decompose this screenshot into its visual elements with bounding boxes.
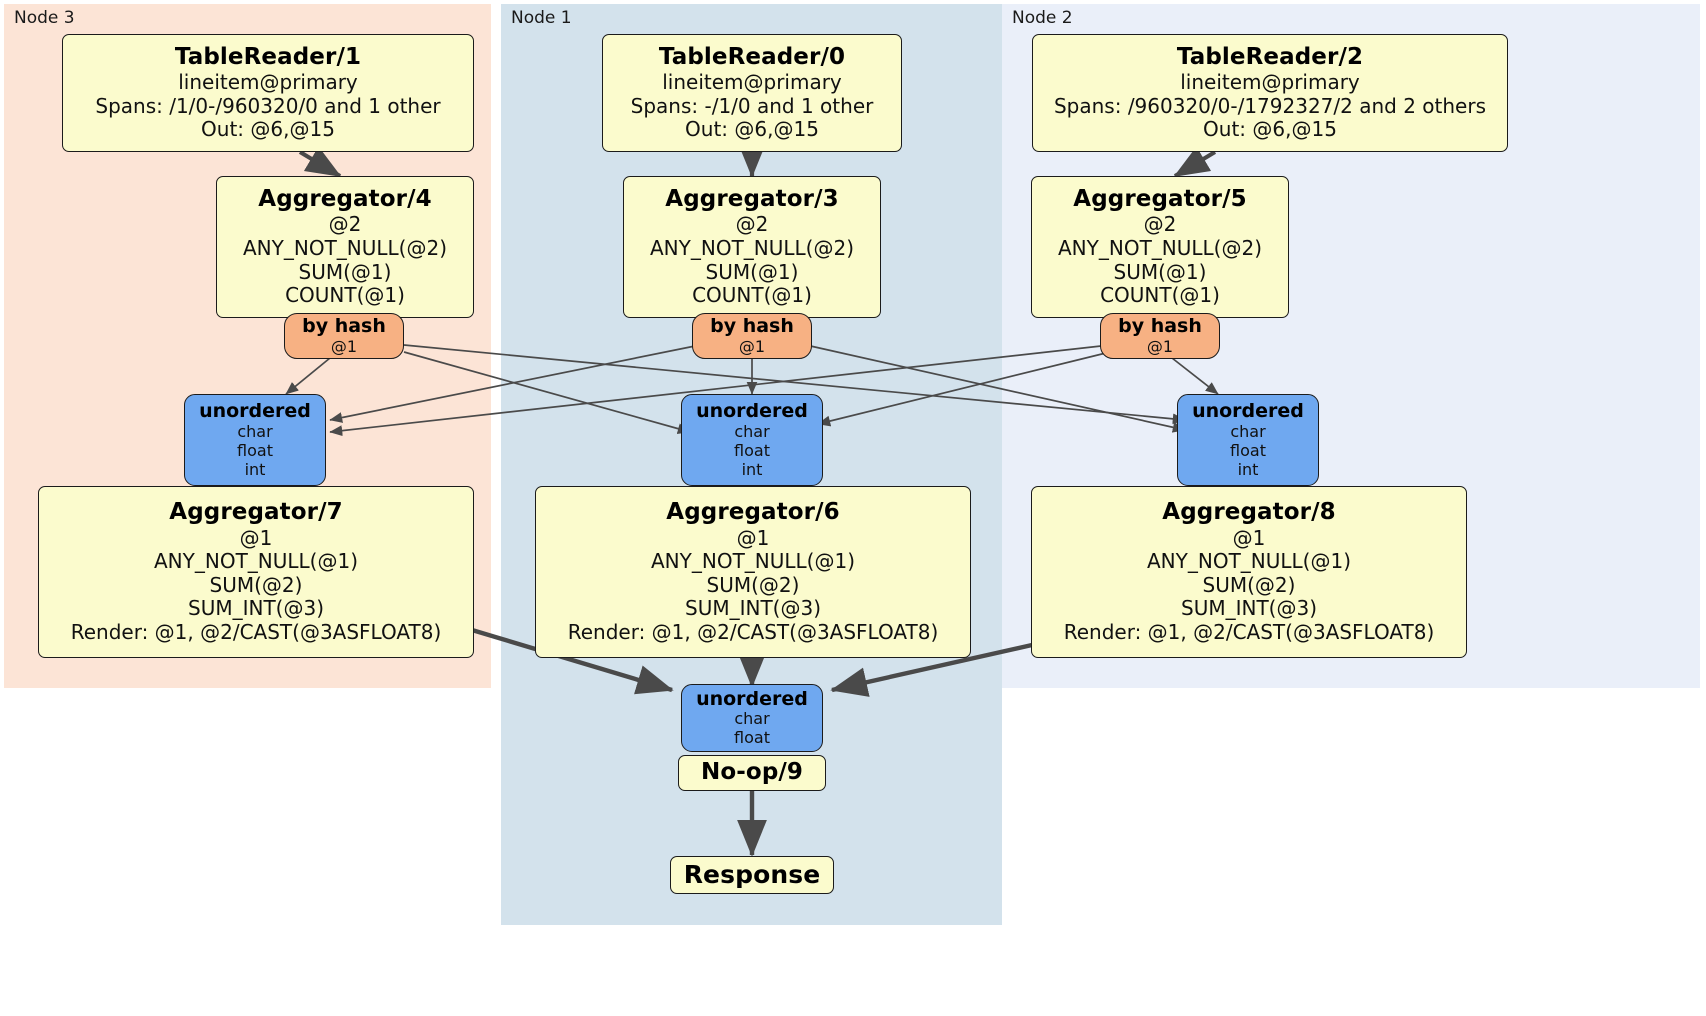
box-line-0: lineitem@primary — [178, 70, 358, 95]
sync-line-1: float — [1230, 440, 1266, 460]
sync-line-0: char — [734, 421, 770, 441]
box-line-3: COUNT(@1) — [285, 283, 405, 308]
box-title: Aggregator/7 — [169, 499, 343, 526]
router-title: by hash — [302, 315, 386, 338]
box-line-4: Render: @1, @2/CAST(@3ASFLOAT8) — [70, 619, 442, 644]
box-line-0: lineitem@primary — [662, 70, 842, 95]
cluster-node-1-label: Node 1 — [511, 8, 572, 28]
sync-title: unordered — [696, 687, 808, 710]
box-line-1: Spans: /1/0-/960320/0 and 1 other — [95, 93, 441, 118]
box-line-0: lineitem@primary — [1180, 70, 1360, 95]
box-aggregator-8[interactable]: Aggregator/8 @1 ANY_NOT_NULL(@1) SUM(@2)… — [1031, 486, 1467, 658]
box-line-2: SUM(@2) — [209, 572, 303, 597]
box-title: Aggregator/3 — [665, 186, 839, 213]
box-no-op-9[interactable]: No-op/9 — [678, 755, 826, 791]
box-line-2: SUM(@1) — [1113, 259, 1207, 284]
box-line-0: @1 — [1232, 525, 1266, 550]
box-line-2: Out: @6,@15 — [685, 117, 819, 142]
sync-line-1: float — [237, 440, 273, 460]
router-line-0: @1 — [738, 336, 766, 356]
sync-unordered-node-3[interactable]: unordered char float int — [184, 394, 326, 486]
box-table-reader-2[interactable]: TableReader/2 lineitem@primary Spans: /9… — [1032, 34, 1508, 152]
sync-title: unordered — [1192, 400, 1304, 423]
box-title: Aggregator/6 — [666, 499, 840, 526]
sync-line-2: int — [1237, 459, 1259, 479]
box-line-2: SUM(@2) — [706, 572, 800, 597]
box-line-1: ANY_NOT_NULL(@2) — [1058, 235, 1262, 260]
box-aggregator-3[interactable]: Aggregator/3 @2 ANY_NOT_NULL(@2) SUM(@1)… — [623, 176, 881, 318]
box-line-1: ANY_NOT_NULL(@2) — [243, 235, 447, 260]
router-by-hash-node-1[interactable]: by hash @1 — [692, 313, 812, 359]
box-table-reader-0[interactable]: TableReader/0 lineitem@primary Spans: -/… — [602, 34, 902, 152]
cluster-node-2-label: Node 2 — [1012, 8, 1073, 28]
cluster-node-3-label: Node 3 — [14, 8, 75, 28]
box-line-3: COUNT(@1) — [1100, 283, 1220, 308]
router-title: by hash — [1118, 315, 1202, 338]
box-title: Response — [683, 860, 821, 890]
sync-line-2: int — [741, 459, 763, 479]
box-line-1: ANY_NOT_NULL(@1) — [1147, 549, 1351, 574]
box-line-1: ANY_NOT_NULL(@2) — [650, 235, 854, 260]
box-table-reader-1[interactable]: TableReader/1 lineitem@primary Spans: /1… — [62, 34, 474, 152]
box-line-0: @1 — [736, 525, 770, 550]
box-line-1: Spans: /960320/0-/1792327/2 and 2 others — [1053, 93, 1486, 118]
sync-line-1: float — [734, 440, 770, 460]
box-line-2: Out: @6,@15 — [201, 117, 335, 142]
box-line-2: SUM(@1) — [705, 259, 799, 284]
router-title: by hash — [710, 315, 794, 338]
box-line-4: Render: @1, @2/CAST(@3ASFLOAT8) — [567, 619, 939, 644]
box-aggregator-5[interactable]: Aggregator/5 @2 ANY_NOT_NULL(@2) SUM(@1)… — [1031, 176, 1289, 318]
sync-unordered-node-2[interactable]: unordered char float int — [1177, 394, 1319, 486]
box-aggregator-6[interactable]: Aggregator/6 @1 ANY_NOT_NULL(@1) SUM(@2)… — [535, 486, 971, 658]
sync-line-0: char — [734, 709, 770, 729]
box-line-2: SUM(@2) — [1202, 572, 1296, 597]
box-line-0: @1 — [239, 525, 273, 550]
box-line-3: SUM_INT(@3) — [188, 596, 324, 621]
box-title: Aggregator/4 — [258, 186, 432, 213]
sync-title: unordered — [696, 400, 808, 423]
box-line-3: SUM_INT(@3) — [685, 596, 821, 621]
sync-title: unordered — [199, 400, 311, 423]
sync-unordered-final[interactable]: unordered char float — [681, 684, 823, 752]
box-title: Aggregator/8 — [1162, 499, 1336, 526]
sync-line-1: float — [734, 728, 770, 748]
box-line-2: SUM(@1) — [298, 259, 392, 284]
box-title: TableReader/0 — [658, 44, 846, 71]
box-line-1: ANY_NOT_NULL(@1) — [154, 549, 358, 574]
box-line-0: @2 — [1143, 212, 1177, 237]
router-by-hash-node-2[interactable]: by hash @1 — [1100, 313, 1220, 359]
sync-unordered-node-1[interactable]: unordered char float int — [681, 394, 823, 486]
sync-line-0: char — [1230, 421, 1266, 441]
router-by-hash-node-3[interactable]: by hash @1 — [284, 313, 404, 359]
box-line-1: Spans: -/1/0 and 1 other — [630, 93, 874, 118]
box-title: TableReader/2 — [1176, 44, 1364, 71]
box-line-1: ANY_NOT_NULL(@1) — [651, 549, 855, 574]
sync-line-2: int — [244, 459, 266, 479]
box-aggregator-4[interactable]: Aggregator/4 @2 ANY_NOT_NULL(@2) SUM(@1)… — [216, 176, 474, 318]
box-line-3: SUM_INT(@3) — [1181, 596, 1317, 621]
box-line-4: Render: @1, @2/CAST(@3ASFLOAT8) — [1063, 619, 1435, 644]
box-aggregator-7[interactable]: Aggregator/7 @1 ANY_NOT_NULL(@1) SUM(@2)… — [38, 486, 474, 658]
box-title: No-op/9 — [701, 759, 803, 786]
box-title: Aggregator/5 — [1073, 186, 1247, 213]
box-line-0: @2 — [328, 212, 362, 237]
box-title: TableReader/1 — [174, 44, 362, 71]
router-line-0: @1 — [1146, 336, 1174, 356]
box-line-3: COUNT(@1) — [692, 283, 812, 308]
sync-line-0: char — [237, 421, 273, 441]
box-response[interactable]: Response — [670, 856, 834, 894]
router-line-0: @1 — [330, 336, 358, 356]
box-line-2: Out: @6,@15 — [1203, 117, 1337, 142]
box-line-0: @2 — [735, 212, 769, 237]
